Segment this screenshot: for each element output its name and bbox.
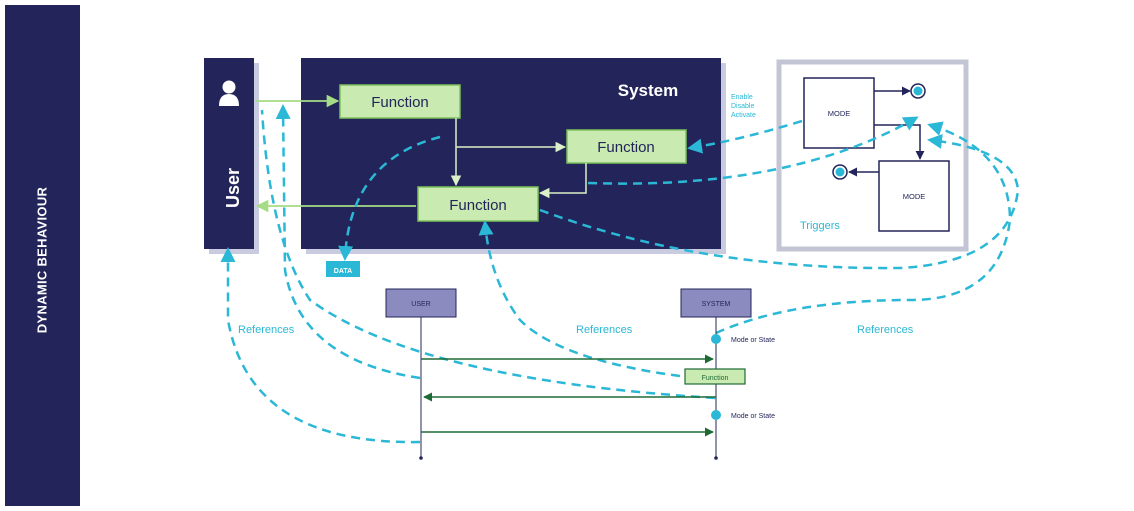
user-references-arrow [220, 247, 421, 444]
function-flow-back-arrow [538, 163, 587, 199]
function-box-3-label: Function [449, 197, 507, 214]
system-lifeline-head [680, 288, 752, 318]
sequence-function-label: Function [702, 375, 729, 382]
state-label-1: Mode or State [731, 337, 775, 344]
sequence-function-box [684, 368, 746, 385]
user-function-references-arrow [275, 104, 421, 380]
system-state-marker-1 [711, 334, 721, 344]
sequence-function-references-arrow [478, 220, 681, 378]
annotation-activate: Activate [731, 112, 756, 119]
mode-box-1-label: MODE [828, 109, 851, 118]
references-label-2: References [576, 324, 633, 336]
mode-transition-arrow [874, 124, 925, 160]
mode-box-2 [878, 160, 950, 232]
mode-enable-reference [687, 119, 803, 154]
data-badge-label: DATA [334, 268, 352, 275]
system-panel-title: System [618, 81, 678, 100]
system-lifeline-label: SYSTEM [702, 301, 731, 308]
mode-box-1 [803, 77, 875, 149]
system-state-marker-2 [711, 410, 721, 420]
mode-box-2-label: MODE [903, 192, 926, 201]
triggers-label: Triggers [800, 220, 840, 232]
sidebar: DYNAMIC BEHAVIOUR [5, 5, 80, 506]
function-box-1 [339, 84, 461, 119]
function-box-2-label: Function [597, 139, 655, 156]
function-box-1-label: Function [371, 94, 429, 111]
person-icon [219, 80, 239, 106]
state-mode-references-arrow [715, 121, 1012, 335]
references-label-1: References [238, 324, 295, 336]
state-label-2: Mode or State [731, 413, 775, 420]
mode-end-state [913, 86, 923, 96]
function-trigger-reference [587, 116, 919, 185]
function-box-2 [566, 129, 687, 164]
system-lifeline-end [714, 456, 718, 460]
function-box-3 [417, 186, 539, 222]
function-data-reference [338, 135, 441, 261]
user-lifeline-head [385, 288, 457, 318]
annotation-disable: Disable [731, 103, 754, 110]
user-lifeline-end [419, 456, 423, 460]
system-user-references-arrow [260, 109, 716, 400]
function-mode-reference [539, 133, 1020, 270]
user-panel-label: User [223, 168, 243, 208]
mode-start-state [835, 167, 845, 177]
references-label-3: References [857, 324, 914, 336]
user-lifeline-label: USER [411, 301, 430, 308]
data-badge [326, 261, 360, 277]
annotation-enable: Enable [731, 94, 753, 101]
